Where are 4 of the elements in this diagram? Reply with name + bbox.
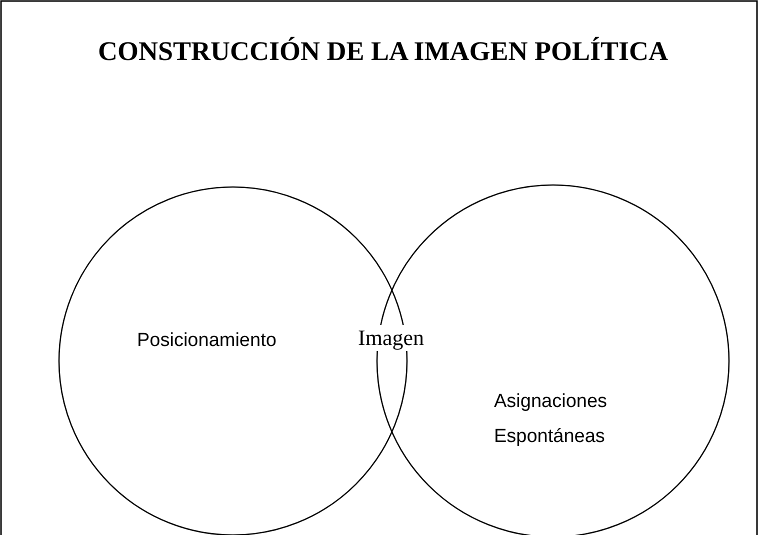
circle-label: Posicionamiento xyxy=(137,329,278,353)
circle-label: Asignaciones Espontáneas xyxy=(494,390,608,449)
intersection-label: Imagen xyxy=(358,325,424,351)
diagram-title: CONSTRUCCIÓN DE LA IMAGEN POLÍTICA xyxy=(96,36,670,67)
